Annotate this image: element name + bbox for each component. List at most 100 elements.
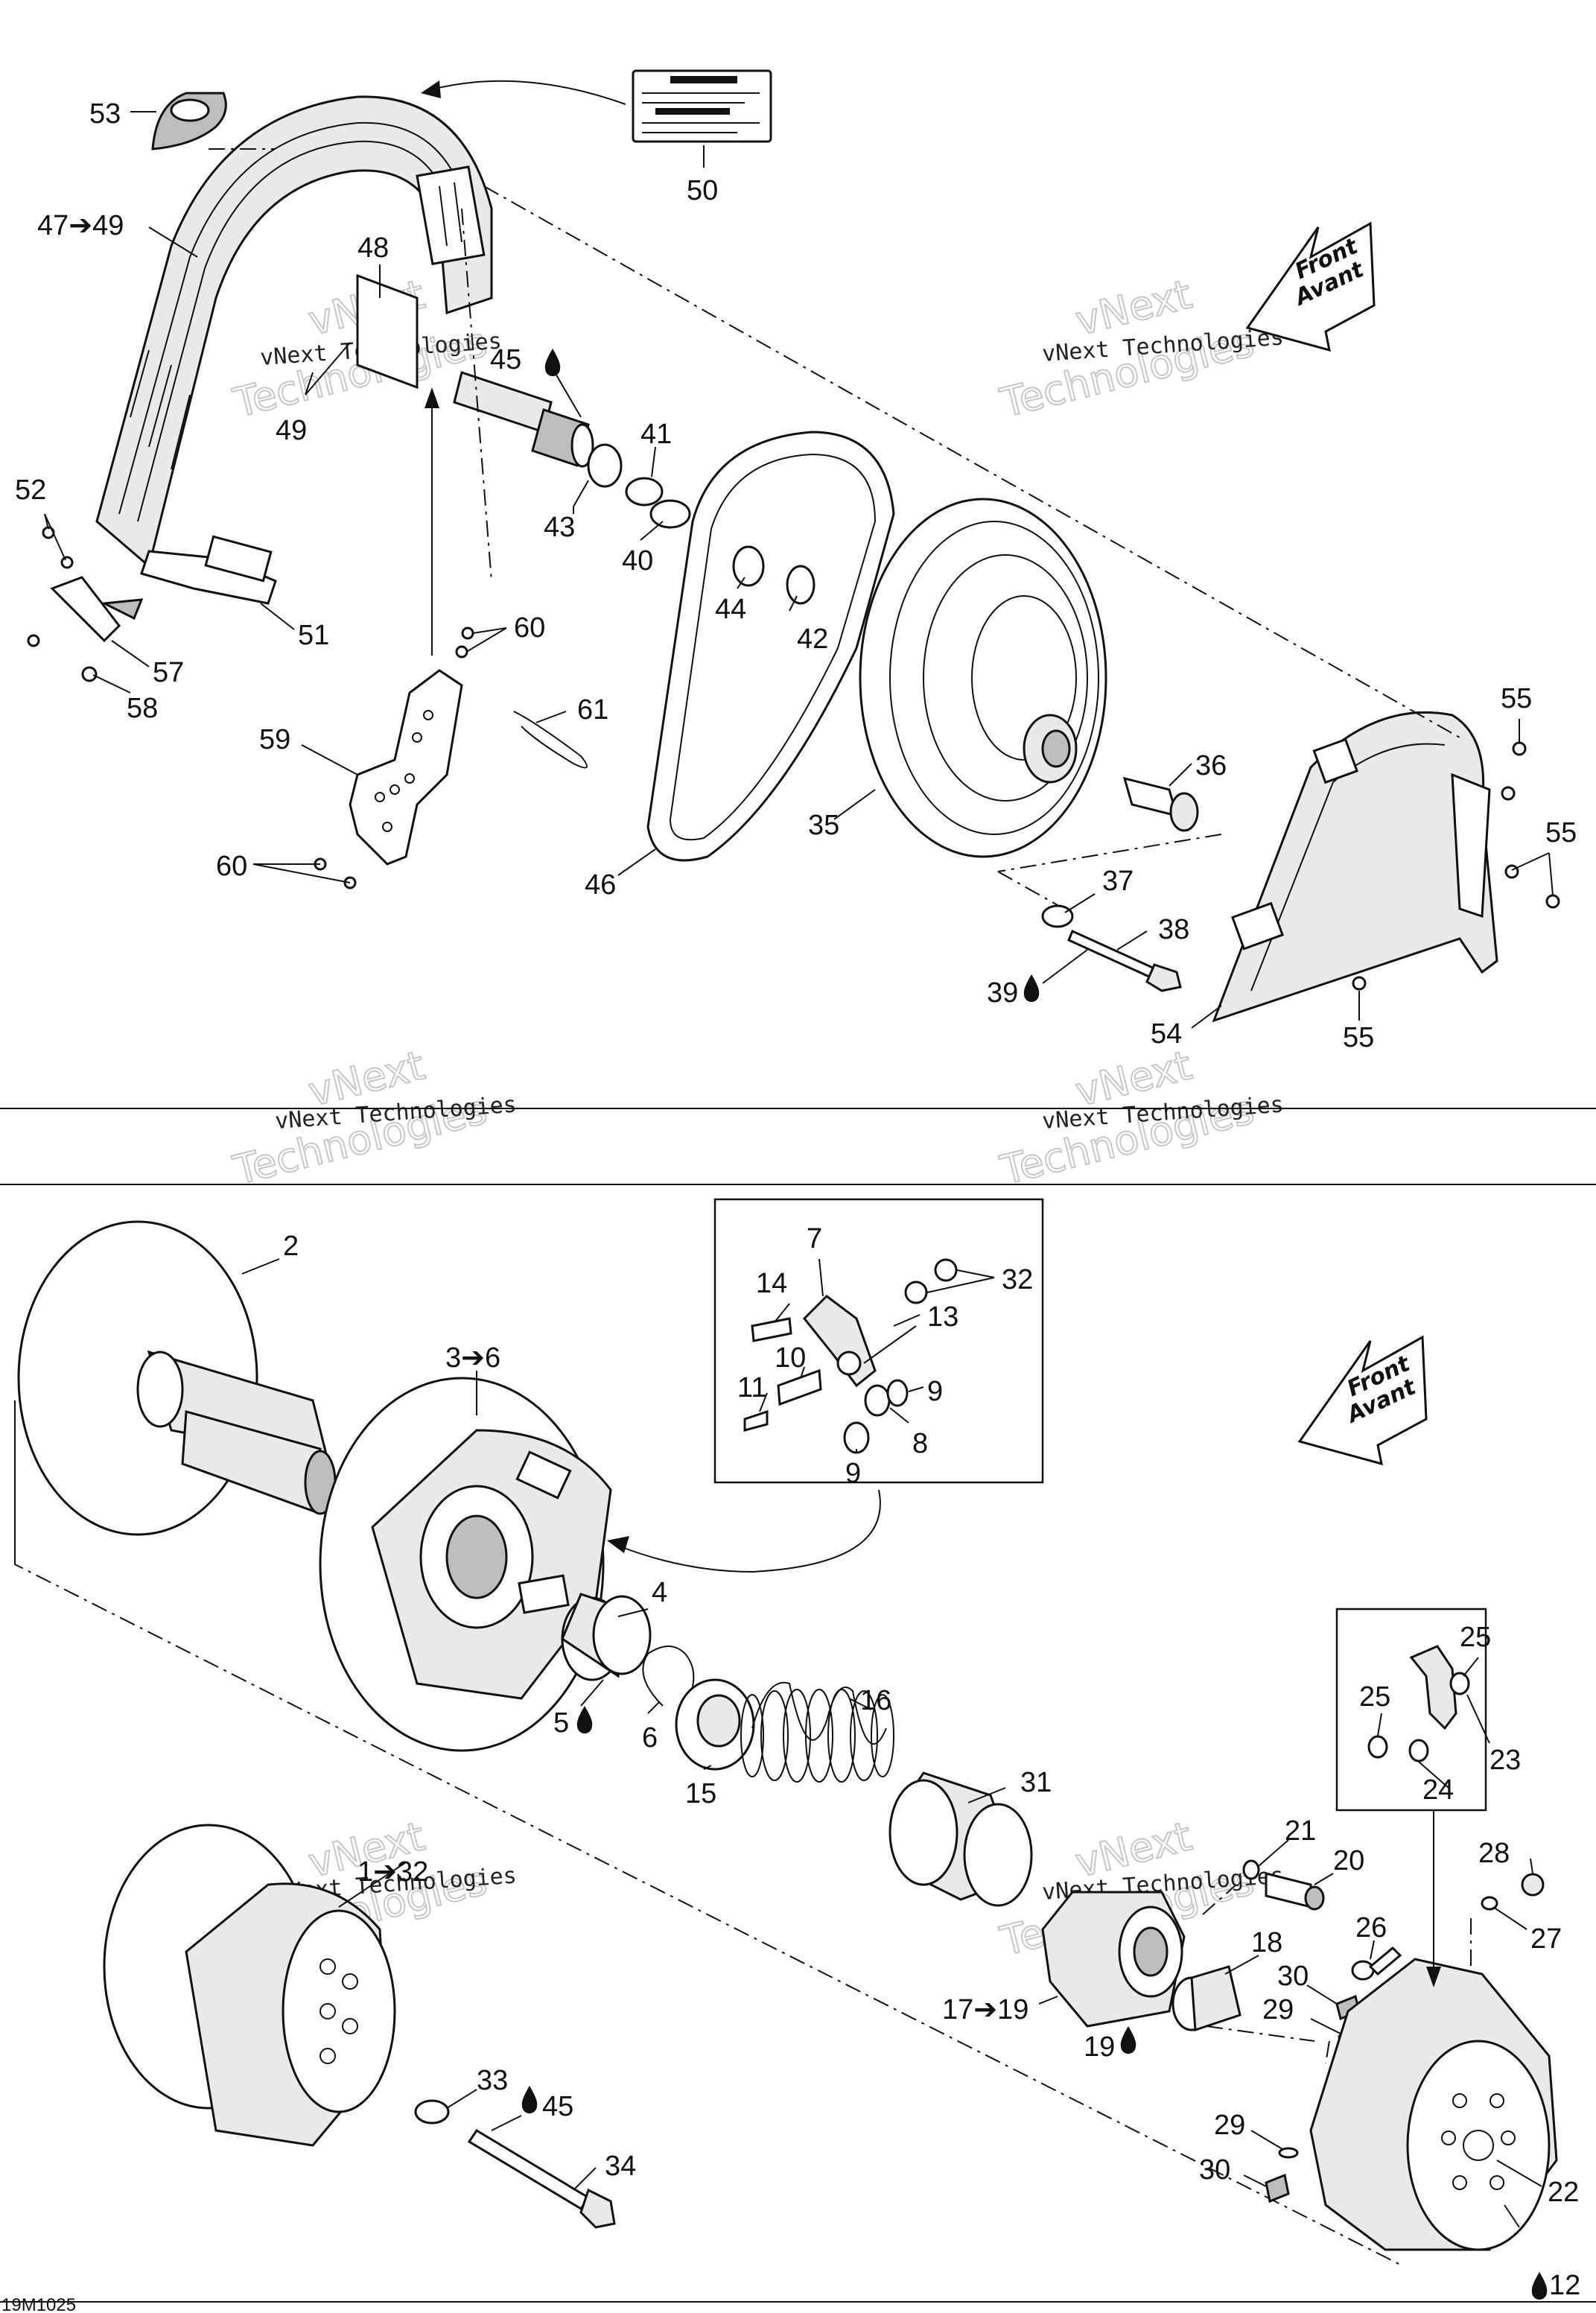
callout: 30 bbox=[1277, 1961, 1309, 1992]
callout: 55 bbox=[1545, 817, 1577, 848]
sleeve bbox=[888, 1771, 1033, 1907]
fastener bbox=[1545, 894, 1560, 909]
assembly-line bbox=[1206, 2025, 1315, 2042]
washer bbox=[414, 2099, 450, 2125]
callout: 54 bbox=[1151, 1018, 1182, 1050]
assembly-line bbox=[1202, 1884, 1237, 1915]
pulley-bolt bbox=[467, 2128, 616, 2229]
callout: 55 bbox=[1501, 683, 1532, 714]
callout: 14 bbox=[756, 1268, 787, 1299]
callout: 9 bbox=[927, 1376, 943, 1407]
roller bbox=[1265, 2173, 1290, 2203]
pulley-cover bbox=[1212, 711, 1498, 1023]
spacer bbox=[732, 545, 765, 587]
callout: 22 bbox=[1548, 2177, 1579, 2208]
callout: 43 bbox=[544, 512, 575, 543]
oil-drop-icon bbox=[544, 349, 561, 376]
callout: 45 bbox=[542, 2091, 573, 2122]
leader-lines bbox=[44, 111, 1554, 2228]
washer bbox=[1278, 2147, 1299, 2159]
guard-bracket bbox=[27, 526, 144, 682]
callout: 29 bbox=[1262, 1994, 1294, 2025]
assembly-line bbox=[997, 834, 1222, 872]
arrow-head bbox=[425, 387, 439, 408]
callout: 52 bbox=[15, 475, 46, 506]
callout: 13 bbox=[927, 1301, 958, 1333]
callout: 20 bbox=[1333, 1845, 1364, 1876]
arrow-head bbox=[607, 1536, 629, 1553]
callout: 41 bbox=[640, 419, 672, 450]
callout: 42 bbox=[797, 624, 828, 655]
callout: 30 bbox=[1199, 2154, 1230, 2186]
callout: 23 bbox=[1490, 1745, 1521, 1776]
callout: 46 bbox=[585, 869, 616, 901]
fastener bbox=[1512, 741, 1527, 756]
assembly-arrow bbox=[431, 80, 626, 105]
callout: 29 bbox=[1214, 2110, 1245, 2141]
callout: 60 bbox=[514, 612, 545, 644]
bushing bbox=[561, 1593, 652, 1681]
spacer bbox=[786, 565, 816, 605]
inset-box-arm bbox=[1335, 1608, 1487, 1812]
callout: 36 bbox=[1195, 750, 1227, 781]
callout: 28 bbox=[1478, 1838, 1510, 1869]
driven-pulley bbox=[859, 498, 1107, 858]
bushing bbox=[1122, 776, 1199, 832]
assembly-line bbox=[1325, 2040, 1330, 2064]
callout: 21 bbox=[1285, 1815, 1316, 1847]
callout: 7 bbox=[807, 1223, 822, 1254]
callout: 38 bbox=[1158, 914, 1189, 945]
fastener bbox=[1352, 976, 1367, 991]
inset-box-weights bbox=[713, 1198, 1044, 1484]
arrow-head bbox=[421, 80, 441, 98]
washer bbox=[1041, 904, 1074, 928]
o-ring bbox=[649, 499, 691, 529]
oil-drop-icon bbox=[576, 1706, 593, 1733]
spider-sleeve bbox=[1171, 1965, 1241, 2032]
bolt bbox=[1067, 929, 1182, 992]
washer bbox=[1242, 1859, 1260, 1880]
callout: 34 bbox=[605, 2151, 636, 2182]
slider-shoe bbox=[1265, 1872, 1325, 1911]
callout: 6 bbox=[642, 1722, 658, 1754]
callout: 40 bbox=[622, 545, 653, 577]
spring-seat bbox=[675, 1678, 755, 1771]
callout: 19 bbox=[1084, 2031, 1115, 2063]
spider bbox=[1041, 1891, 1186, 2028]
callout-labels: 53 50 47➔49 48 45 49 41 43 40 52 44 42 5… bbox=[15, 98, 1580, 2301]
callout: 53 bbox=[89, 98, 121, 130]
callout: 45 bbox=[490, 344, 521, 375]
callout: 48 bbox=[357, 232, 389, 264]
compression-spring bbox=[740, 1681, 894, 1783]
lever-arm bbox=[1367, 1645, 1470, 1762]
callout: 25 bbox=[1359, 1681, 1390, 1713]
callout: 39 bbox=[987, 977, 1018, 1009]
lubricant-drop-icons bbox=[521, 349, 1548, 2300]
callout: 5 bbox=[553, 1707, 569, 1739]
callout: 8 bbox=[912, 1428, 928, 1459]
fastener bbox=[1501, 786, 1516, 801]
callout: 24 bbox=[1422, 1774, 1454, 1806]
callout: 31 bbox=[1020, 1767, 1052, 1798]
callout: 47➔49 bbox=[37, 210, 124, 241]
callout: 16 bbox=[860, 1685, 891, 1716]
guard-knob bbox=[151, 92, 227, 150]
washer bbox=[1481, 1896, 1498, 1911]
nut bbox=[1521, 1873, 1545, 1897]
callout: 25 bbox=[1460, 1622, 1491, 1653]
callout: 9 bbox=[845, 1458, 861, 1489]
washer bbox=[587, 443, 623, 488]
callout: 18 bbox=[1251, 1927, 1282, 1958]
warning-sticker bbox=[632, 69, 772, 143]
callout: 58 bbox=[127, 693, 158, 724]
roller-arm bbox=[743, 1258, 958, 1454]
callout: 32 bbox=[1002, 1264, 1033, 1295]
callout: 61 bbox=[577, 694, 608, 726]
oil-drop-icon bbox=[521, 2086, 538, 2113]
callout: 26 bbox=[1355, 1912, 1387, 1944]
oil-drop-icon bbox=[1023, 974, 1040, 1002]
guard-shaft bbox=[453, 371, 594, 468]
assembly-line bbox=[997, 871, 1058, 906]
callout: 51 bbox=[298, 620, 329, 651]
